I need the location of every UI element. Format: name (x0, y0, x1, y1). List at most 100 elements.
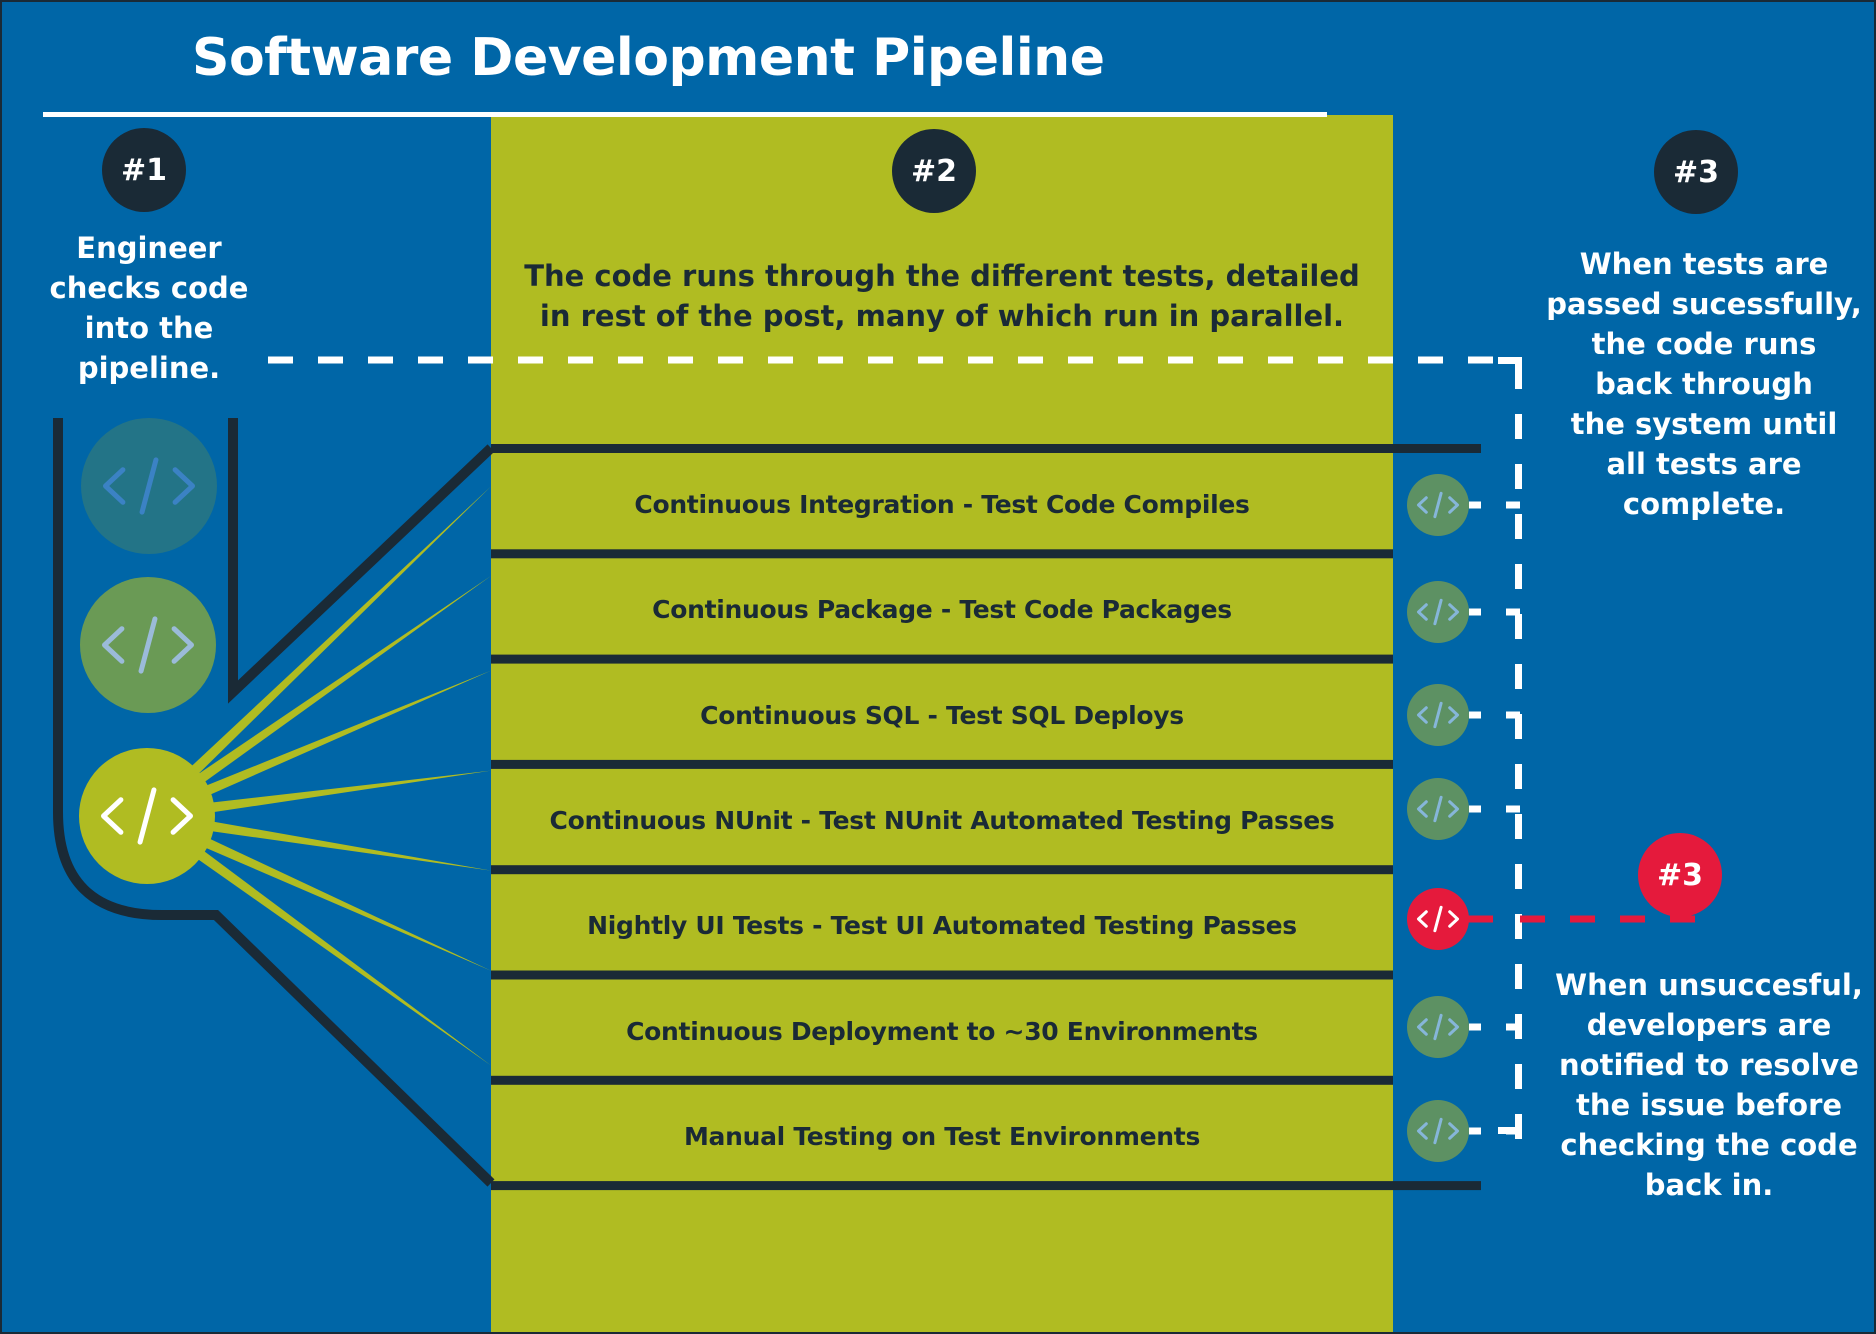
note-line: in rest of the post, many of which run i… (539, 299, 1345, 333)
return-flow-dash (1368, 356, 1393, 364)
return-flow-dash (868, 356, 893, 364)
return-flow-dash (468, 356, 493, 364)
code-bracket-right (171, 626, 194, 664)
code-bracket-left (1417, 1018, 1428, 1036)
pass-status-icon (1407, 474, 1520, 536)
pass-connector (1469, 1023, 1481, 1031)
return-flow-dash (1468, 356, 1493, 364)
pass-connector (1469, 608, 1481, 616)
pass-connector (1469, 1127, 1481, 1135)
code-slash (1433, 491, 1443, 519)
return-flow-dash (1018, 356, 1043, 364)
test-row-label: Continuous SQL - Test SQL Deploys (700, 700, 1184, 730)
step-2-note: The code runs through the different test… (491, 256, 1393, 336)
code-bracket-left (1417, 1122, 1428, 1140)
return-flow-dash (318, 356, 343, 364)
tests-panel (491, 115, 1393, 1332)
pass-connector (1469, 805, 1481, 813)
return-flow-dash (518, 356, 543, 364)
pass-status-icon (1407, 1100, 1520, 1162)
return-flow-dash (1318, 356, 1343, 364)
code-slash (1433, 701, 1443, 729)
row-separator (491, 970, 1393, 980)
note-line: checks code (49, 271, 249, 305)
return-flow-dash (918, 356, 943, 364)
code-slash (1433, 598, 1443, 626)
note-line: complete. (1622, 487, 1786, 521)
row-separator (491, 654, 1393, 664)
test-row-label: Continuous Deployment to ~30 Environment… (626, 1016, 1258, 1046)
return-flow-dash (818, 356, 843, 364)
step-3-success-note: When tests are passed sucessfully, the c… (1534, 244, 1874, 524)
step-1-note: Engineer checks code into the pipeline. (22, 228, 276, 388)
step-3-failure-badge: #3 (1638, 833, 1722, 917)
return-flow-dash (1515, 464, 1522, 489)
test-row-label: Continuous Package - Test Code Packages (652, 595, 1232, 625)
note-line: developers are (1586, 1008, 1832, 1042)
return-flow-dash (1515, 864, 1522, 889)
fail-flow-dash (1520, 915, 1545, 923)
fan-ray (143, 811, 492, 1066)
test-row-label: Continuous NUnit - Test NUnit Automated … (549, 805, 1335, 835)
code-bracket-left (1417, 706, 1428, 724)
note-line: the code runs (1591, 327, 1817, 361)
return-flow-dash (1118, 356, 1143, 364)
pass-connector (1506, 711, 1520, 719)
note-line: back in. (1644, 1168, 1774, 1202)
funnel-inner-edge (228, 418, 495, 704)
note-line: back through (1595, 367, 1813, 401)
pass-connector (1506, 1023, 1520, 1031)
fail-flow-dash (1620, 915, 1645, 923)
code-slash (1433, 795, 1443, 823)
code-bracket-left (1417, 910, 1428, 928)
return-flow-dash (968, 356, 993, 364)
fan-ray (146, 810, 491, 871)
return-flow-dash (268, 356, 293, 364)
code-bracket-right (1448, 496, 1459, 514)
return-flow-dash (1515, 1114, 1522, 1139)
return-flow-dash (568, 356, 593, 364)
code-bracket-right (1448, 1018, 1459, 1036)
note-line: the issue before (1575, 1088, 1843, 1122)
fan-rays (142, 486, 492, 1066)
fail-flow-dash (1670, 915, 1695, 923)
note-line: pipeline. (77, 351, 221, 385)
pass-connector (1506, 1127, 1520, 1135)
code-icon-active (79, 748, 215, 884)
pass-connector (1506, 608, 1520, 616)
return-flow-dash (1418, 356, 1443, 364)
code-bracket-right (1448, 706, 1459, 724)
fan-ray (146, 770, 491, 822)
note-line: all tests are (1606, 447, 1802, 481)
return-flow-dash (1515, 564, 1522, 589)
test-row-label: Manual Testing on Test Environments (683, 1121, 1201, 1151)
note-line: checking the code (1560, 1128, 1858, 1162)
test-row-label: Continuous Integration - Test Code Compi… (634, 490, 1250, 519)
fail-connector (1468, 915, 1493, 923)
code-bracket-left (103, 467, 126, 505)
code-bracket-right (170, 797, 193, 835)
funnel-icons (79, 418, 217, 884)
return-flow-dash (1515, 814, 1522, 839)
return-flow-dash (768, 356, 793, 364)
note-line: Engineer (76, 231, 222, 265)
note-line: When tests are (1579, 247, 1829, 281)
code-slash (139, 457, 159, 515)
return-flow-dash (1218, 356, 1243, 364)
code-icon-queued (81, 418, 217, 554)
pass-connector (1506, 805, 1520, 813)
return-flow-dash (1515, 364, 1522, 389)
pass-status-icon (1407, 778, 1520, 840)
note-line: The code runs through the different test… (524, 259, 1360, 293)
note-line: passed sucessfully, (1546, 287, 1862, 321)
pipeline-edge-line (491, 444, 1481, 453)
return-flow-dash (1515, 414, 1522, 439)
code-bracket-left (1417, 800, 1428, 818)
row-separator (491, 865, 1393, 875)
step-3-success-badge: #3 (1654, 130, 1738, 214)
title-divider (43, 112, 1327, 117)
note-line: notified to resolve (1559, 1048, 1859, 1082)
code-icon-queued (80, 577, 216, 713)
fan-ray (144, 670, 491, 822)
